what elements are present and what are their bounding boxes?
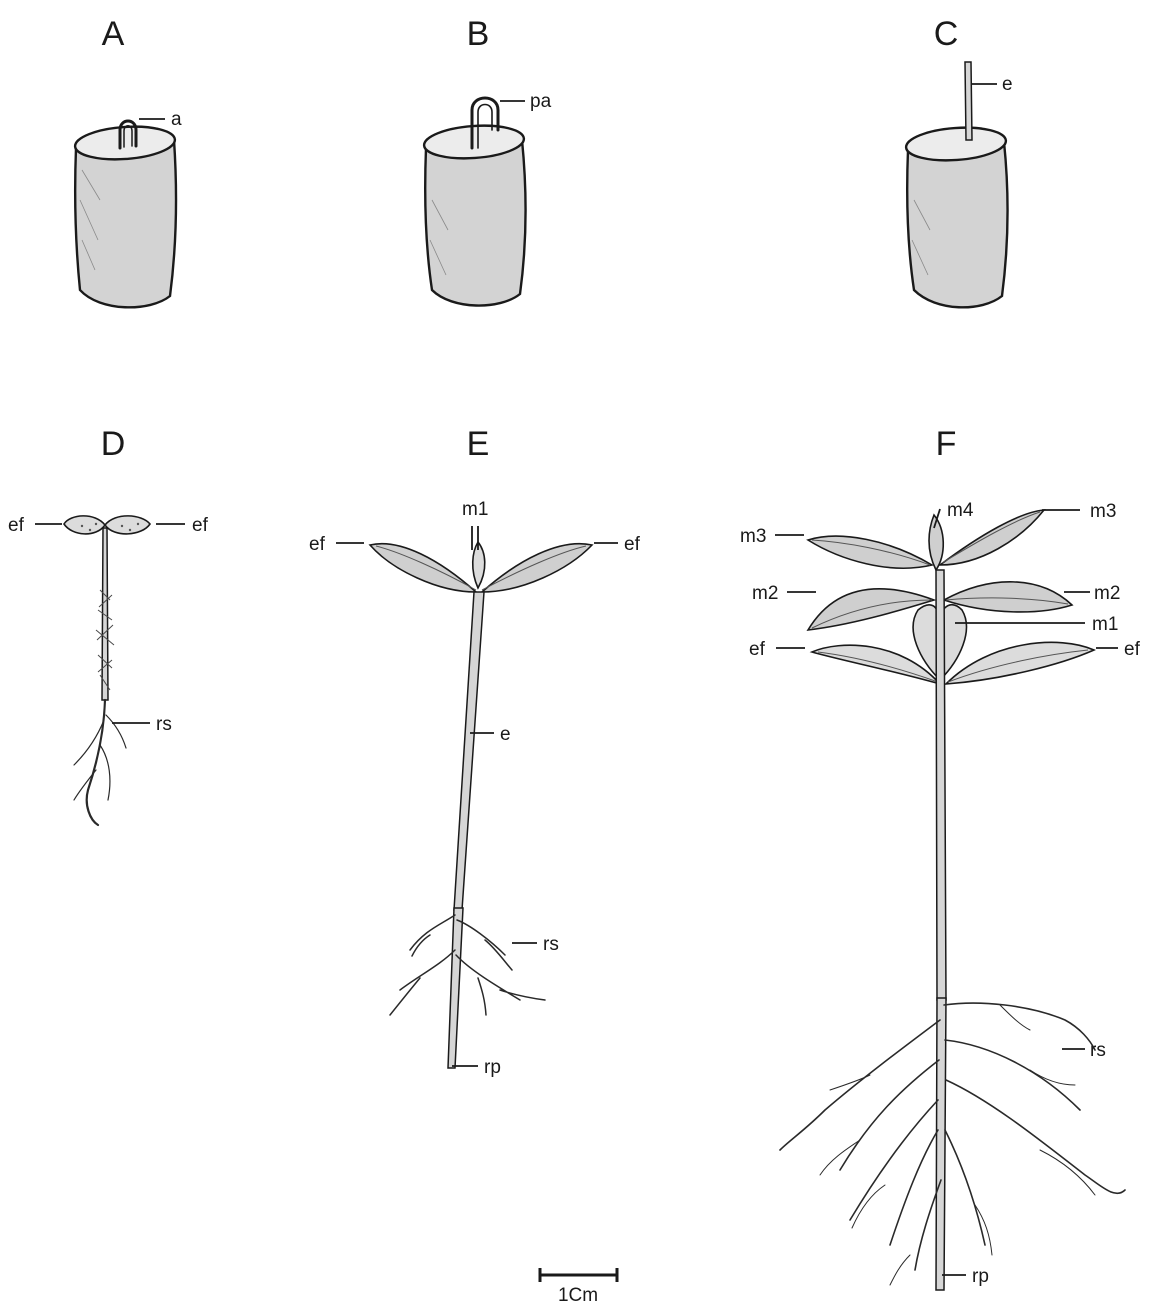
cotyledon-right-f: [946, 642, 1094, 684]
scale-bar: 1Cm: [540, 1268, 617, 1304]
label-rs-d: rs: [156, 714, 172, 735]
panel-letter-d: D: [101, 425, 126, 463]
label-ef-left-d: ef: [8, 515, 25, 536]
label-ef-left-e: ef: [309, 534, 326, 555]
label-m1-e: m1: [462, 499, 488, 520]
primary-root-f: [936, 998, 946, 1290]
panel-letter-c: C: [934, 15, 959, 53]
stem-f: [936, 570, 946, 1000]
panel-letter-e: E: [467, 425, 490, 463]
panel-d: D ef ef rs: [8, 425, 209, 825]
label-rp-e: rp: [484, 1057, 501, 1078]
label-a: a: [171, 109, 182, 130]
panel-f: F m4 m3 m3 m2 m2 m1 ef ef: [740, 425, 1141, 1290]
scale-bar-label: 1Cm: [558, 1285, 598, 1304]
epicotyl-c: [965, 62, 972, 140]
primary-root-d: [87, 700, 105, 825]
panel-a: A a: [74, 15, 182, 307]
panel-letter-a: A: [102, 15, 125, 53]
label-ef-right-e: ef: [624, 534, 641, 555]
primary-root-e: [448, 908, 463, 1068]
cotyledon-left-d: [64, 516, 105, 534]
label-ef-right-f: ef: [1124, 639, 1141, 660]
leaf-m2-right-f: [944, 582, 1072, 612]
panel-c: C e: [905, 15, 1013, 307]
label-m3-right-f: m3: [1090, 501, 1116, 522]
label-m2-right-f: m2: [1094, 583, 1120, 604]
substrate-cylinder-b: [423, 123, 526, 306]
epicotyl-e: [454, 592, 484, 910]
label-e-e: e: [500, 724, 511, 745]
label-rs-e: rs: [543, 934, 559, 955]
label-m3-left-f: m3: [740, 526, 766, 547]
label-ef-left-f: ef: [749, 639, 766, 660]
cotyledon-right-e: [482, 544, 592, 592]
label-rs-f: rs: [1090, 1040, 1106, 1061]
label-ef-right-d: ef: [192, 515, 209, 536]
cotyledon-left-e: [370, 544, 476, 592]
substrate-cylinder-c: [905, 125, 1008, 308]
panel-letter-f: F: [936, 425, 957, 463]
panel-e: E ef ef m1 e rs rp: [309, 425, 641, 1078]
label-rp-f: rp: [972, 1266, 989, 1287]
cotyledon-right-d: [105, 516, 150, 534]
label-pa: pa: [530, 91, 552, 112]
label-m4-f: m4: [947, 500, 974, 521]
panel-b: B pa: [423, 15, 552, 306]
label-m2-left-f: m2: [752, 583, 778, 604]
label-e-c: e: [1002, 74, 1013, 95]
panel-letter-b: B: [467, 15, 490, 53]
label-m1-f: m1: [1092, 614, 1118, 635]
substrate-cylinder-a: [74, 124, 176, 308]
